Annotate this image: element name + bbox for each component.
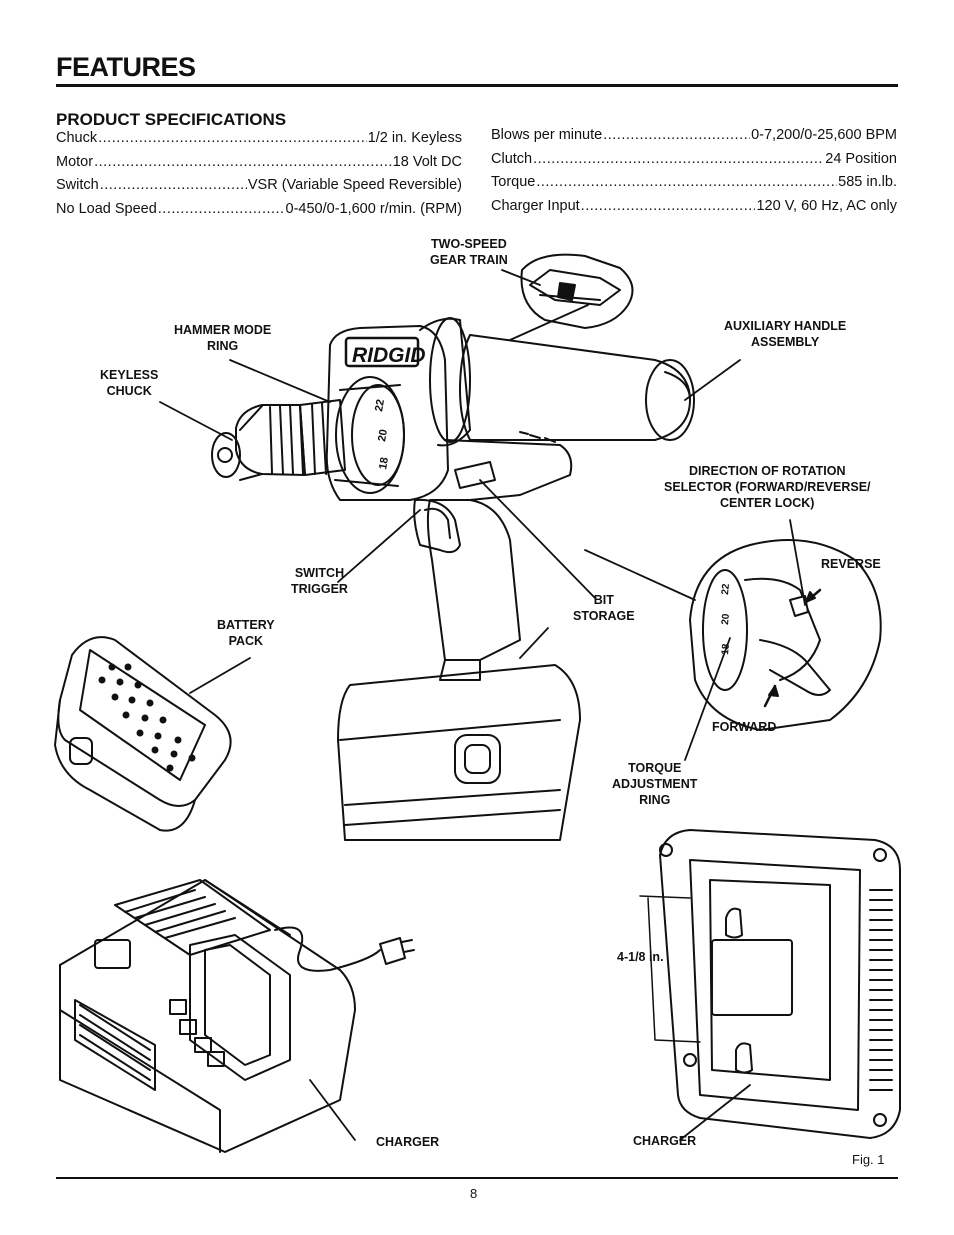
spec-row: Blows per minute 0-7,200/0-25,600 BPM bbox=[491, 127, 897, 151]
spec-label: Switch bbox=[56, 177, 99, 193]
spec-label: Charger Input bbox=[491, 197, 580, 214]
zoom-clutch-mark-20: 20 bbox=[720, 613, 732, 625]
spec-value: 585 in.lb. bbox=[838, 174, 897, 190]
callout-auxiliary-handle-assembly: AUXILIARY HANDLE ASSEMBLY bbox=[724, 319, 847, 349]
spec-value: 24 Position bbox=[825, 150, 897, 167]
callout-charger-front: CHARGER bbox=[376, 1135, 440, 1149]
spec-value: 18 Volt DC bbox=[392, 153, 462, 170]
callout-direction-selector: DIRECTION OF ROTATION SELECTOR (FORWARD/… bbox=[664, 464, 871, 510]
callout-hammer-mode-ring: HAMMER MODE RING bbox=[174, 323, 272, 353]
spec-value: 0-450/0-1,600 r/min. (RPM) bbox=[285, 200, 462, 217]
battery-pack-illustration bbox=[54, 636, 232, 832]
spec-row: Torque 585 in.lb. bbox=[491, 174, 897, 198]
callout-battery-pack: BATTERY PACK bbox=[217, 618, 275, 648]
specs-heading: PRODUCT SPECIFICATIONS bbox=[56, 110, 287, 129]
spec-label: Blows per minute bbox=[491, 127, 603, 143]
spec-row: No Load Speed 0-450/0-1,600 r/min. (RPM) bbox=[56, 201, 462, 225]
spec-label: Motor bbox=[56, 153, 94, 170]
spec-value: 0-7,200/0-25,600 BPM bbox=[751, 127, 897, 143]
charger-front-illustration bbox=[59, 879, 415, 1153]
callout-charger-rear: CHARGER bbox=[633, 1134, 697, 1148]
spec-row: Clutch 24 Position bbox=[491, 151, 897, 175]
charger-rear-illustration bbox=[639, 829, 901, 1139]
callout-switch-trigger: SWITCH TRIGGER bbox=[291, 566, 348, 596]
spec-row: Chuck 1/2 in. Keyless bbox=[56, 130, 462, 154]
spec-row: Switch VSR (Variable Speed Reversible) bbox=[56, 177, 462, 201]
title-rule bbox=[56, 84, 898, 87]
spec-label: No Load Speed bbox=[56, 200, 157, 217]
zoom-clutch-mark-22: 22 bbox=[720, 583, 732, 595]
callout-torque-adjustment-ring: TORQUE ADJUSTMENT RING bbox=[612, 761, 698, 807]
figure-label: Fig. 1 bbox=[852, 1152, 885, 1167]
callout-keyless-chuck: KEYLESS CHUCK bbox=[100, 368, 159, 398]
specs-left-column: Chuck 1/2 in. Keyless Motor 18 Volt DC Swi… bbox=[56, 130, 462, 224]
spec-row: Charger Input 120 V, 60 Hz, AC only bbox=[491, 198, 897, 222]
callout-reverse: REVERSE bbox=[821, 557, 881, 571]
hammer-drill-illustration: RIDGID 20 22 18 bbox=[211, 317, 695, 841]
page-number: 8 bbox=[470, 1186, 478, 1201]
callout-two-speed-gear-train: TWO-SPEED GEAR TRAIN bbox=[430, 237, 508, 267]
brand-logo-text: RIDGID bbox=[352, 344, 426, 367]
spec-value: 120 V, 60 Hz, AC only bbox=[756, 197, 897, 214]
clutch-mark-22: 22 bbox=[373, 398, 387, 412]
spec-row: Motor 18 Volt DC bbox=[56, 154, 462, 178]
callout-forward: FORWARD bbox=[712, 720, 777, 734]
spec-label: Clutch bbox=[491, 150, 533, 167]
callout-bit-storage: BIT STORAGE bbox=[573, 593, 635, 623]
footer-rule bbox=[56, 1177, 898, 1179]
spec-label: Chuck bbox=[56, 130, 98, 146]
dimension-label: 4-1/8 in. bbox=[617, 950, 664, 964]
spec-label: Torque bbox=[491, 174, 536, 190]
two-speed-zoom-illustration bbox=[520, 253, 634, 329]
callout-leader-lines bbox=[159, 269, 806, 1141]
spec-value: 1/2 in. Keyless bbox=[367, 130, 462, 146]
page-title: FEATURES bbox=[56, 52, 196, 82]
spec-value: VSR (Variable Speed Reversible) bbox=[247, 177, 462, 193]
specs-right-column: Blows per minute 0-7,200/0-25,600 BPM Clu… bbox=[491, 127, 897, 221]
clutch-mark-18: 18 bbox=[377, 456, 391, 470]
clutch-mark-20: 20 bbox=[376, 428, 390, 442]
